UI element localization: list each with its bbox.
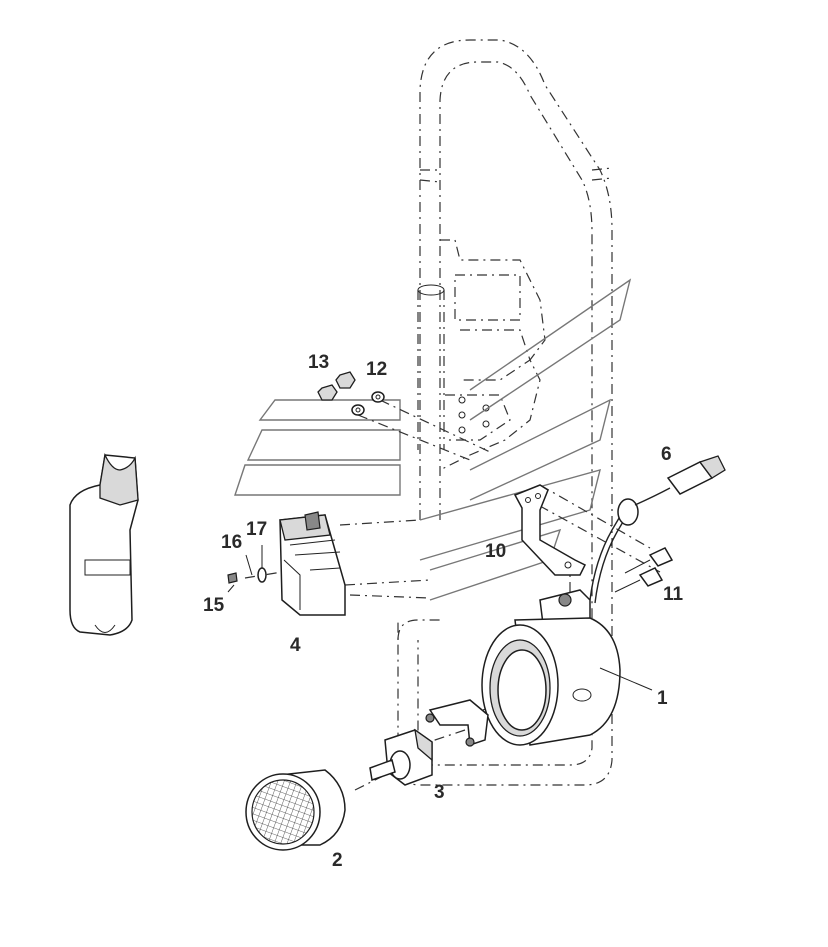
callout-13: 13 <box>308 352 329 373</box>
lamp-clamp <box>425 699 489 747</box>
side-cover-panel <box>69 452 139 636</box>
bolt-part-11 <box>614 547 674 593</box>
callout-3: 3 <box>434 782 445 803</box>
callout-16: 16 <box>221 532 242 553</box>
callout-15: 15 <box>203 595 225 616</box>
lens-part-2 <box>245 769 346 851</box>
callout-leaders <box>227 545 653 691</box>
nut-part-13 <box>317 371 356 401</box>
control-box-part-4 <box>279 511 346 616</box>
callout-12: 12 <box>366 359 387 380</box>
frame-mount-plate <box>417 239 546 471</box>
wire-harness-part-6 <box>589 455 726 604</box>
callout-1: 1 <box>657 688 668 709</box>
screw-part-15 <box>227 572 238 584</box>
washer-part-12 <box>351 391 385 416</box>
bracket-part-10 <box>513 484 587 576</box>
background-panel-phantom <box>234 278 632 601</box>
callout-labels: 1 2 3 4 6 10 11 12 13 15 16 17 <box>203 352 684 871</box>
assembly-leader-lines <box>244 399 661 791</box>
callout-6: 6 <box>661 444 672 465</box>
work-lamp-part-1 <box>481 589 621 746</box>
callout-4: 4 <box>290 635 301 656</box>
callout-17: 17 <box>246 519 267 540</box>
bulb-socket-part-3 <box>369 728 433 786</box>
callout-2: 2 <box>332 850 343 871</box>
washer-part-16 <box>257 567 267 583</box>
callout-10: 10 <box>485 541 506 562</box>
callout-11: 11 <box>663 584 684 605</box>
